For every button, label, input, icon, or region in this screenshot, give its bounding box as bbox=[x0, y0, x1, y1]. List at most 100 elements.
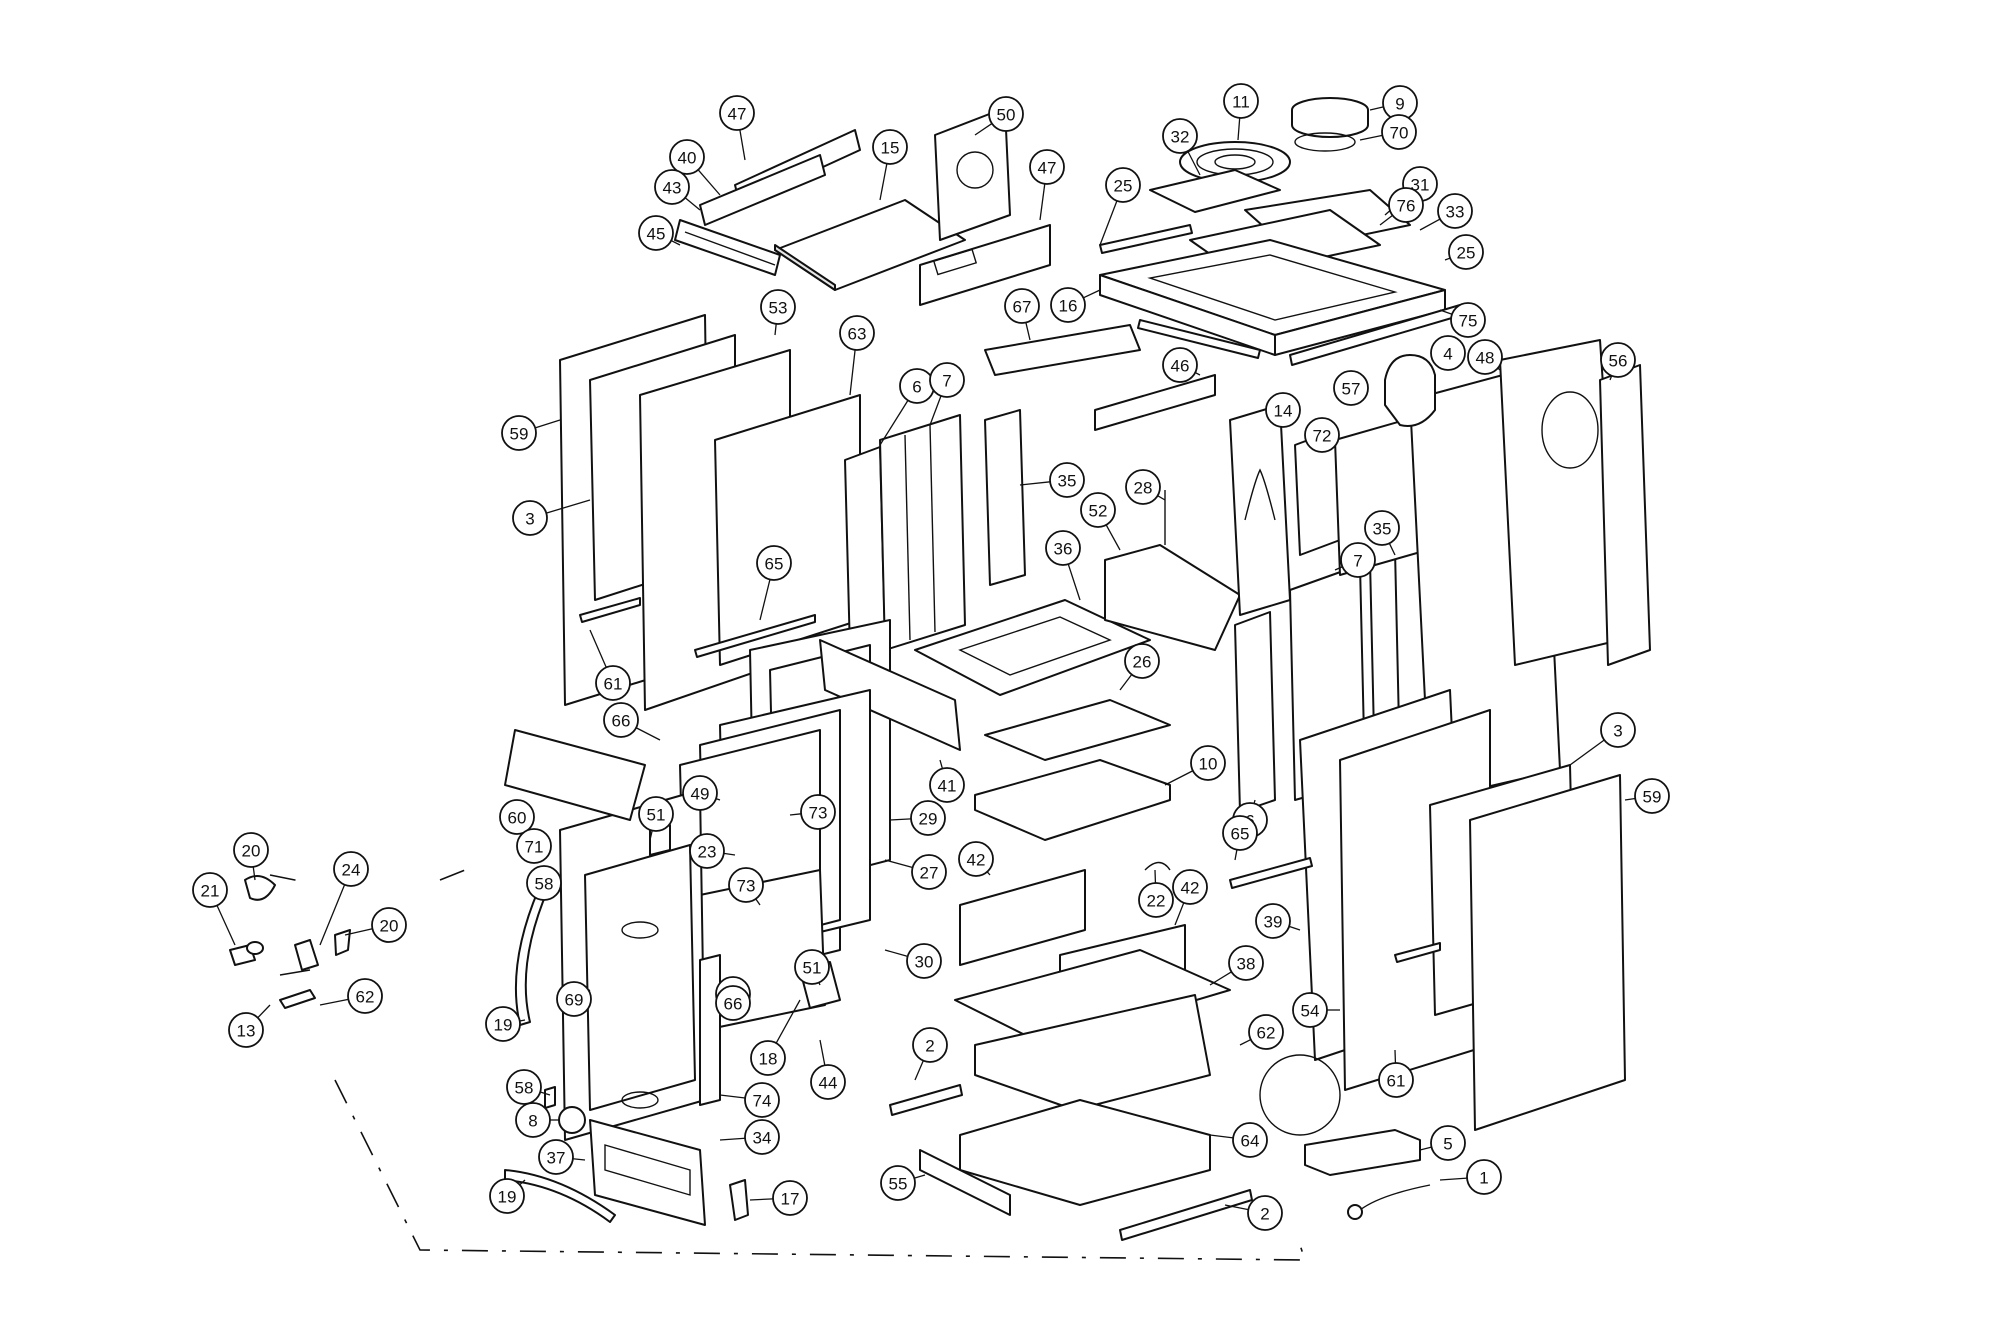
callout-leader bbox=[879, 163, 888, 201]
callout-number: 8 bbox=[528, 1112, 537, 1131]
callout-number: 5 bbox=[1443, 1135, 1452, 1154]
callout-number: 48 bbox=[1476, 349, 1495, 368]
callout-number: 28 bbox=[1134, 479, 1153, 498]
callout-number: 35 bbox=[1058, 472, 1077, 491]
callout-number: 58 bbox=[515, 1079, 534, 1098]
callout-number: 55 bbox=[889, 1175, 908, 1194]
callout-circle bbox=[1448, 234, 1484, 270]
callout-leader bbox=[649, 830, 653, 841]
callout-number: 43 bbox=[663, 179, 682, 198]
callout-circle bbox=[1162, 347, 1198, 383]
callout-leader bbox=[1369, 106, 1384, 111]
callout-circle bbox=[906, 943, 942, 979]
callout-number: 37 bbox=[547, 1149, 566, 1168]
callout-number: 15 bbox=[881, 139, 900, 158]
callout-leader bbox=[1209, 1134, 1234, 1139]
callout-circle bbox=[1050, 287, 1086, 323]
callout-circle bbox=[654, 169, 690, 205]
callout-circle bbox=[485, 1006, 521, 1042]
part-callout-59: 59 bbox=[1634, 778, 1670, 814]
callout-circle bbox=[988, 96, 1024, 132]
callout-number: 59 bbox=[510, 425, 529, 444]
part-callout-3: 3 bbox=[512, 500, 548, 536]
callout-circle bbox=[912, 1027, 948, 1063]
callout-circle bbox=[750, 1040, 786, 1076]
callout-number: 20 bbox=[242, 842, 261, 861]
callout-circle bbox=[1105, 167, 1141, 203]
callout-circle bbox=[810, 1064, 846, 1100]
callout-leader bbox=[1067, 563, 1081, 601]
part-callout-3: 3 bbox=[1600, 712, 1636, 748]
callout-leader bbox=[1388, 543, 1396, 556]
part-callout-25: 25 bbox=[1448, 234, 1484, 270]
part-callout-21: 21 bbox=[192, 872, 228, 908]
callout-number: 46 bbox=[1171, 357, 1190, 376]
part-number-callouts: 1223345667789101113141516171819192020212… bbox=[192, 83, 1670, 1231]
callout-circle bbox=[756, 545, 792, 581]
part-callout-1: 1 bbox=[1466, 1159, 1502, 1195]
callout-number: 3 bbox=[1613, 722, 1622, 741]
callout-number: 14 bbox=[1274, 402, 1293, 421]
part-callout-39: 39 bbox=[1255, 903, 1291, 939]
part-callout-37: 37 bbox=[538, 1139, 574, 1175]
callout-number: 59 bbox=[1643, 788, 1662, 807]
callout-number: 25 bbox=[1114, 177, 1133, 196]
callout-number: 38 bbox=[1237, 955, 1256, 974]
part-callout-2: 2 bbox=[912, 1027, 948, 1063]
callout-leader bbox=[252, 866, 256, 881]
callout-circle bbox=[1378, 1062, 1414, 1098]
callout-number: 42 bbox=[967, 851, 986, 870]
callout-circle bbox=[1138, 882, 1174, 918]
callout-number: 62 bbox=[356, 988, 375, 1007]
callout-circle bbox=[1340, 542, 1376, 578]
callout-number: 65 bbox=[765, 555, 784, 574]
part-callout-58: 58 bbox=[526, 865, 562, 901]
part-callout-29: 29 bbox=[910, 800, 946, 836]
part-callout-7: 7 bbox=[1340, 542, 1376, 578]
part-callout-16: 16 bbox=[1050, 287, 1086, 323]
callout-number: 41 bbox=[938, 777, 957, 796]
callout-circle bbox=[689, 833, 725, 869]
part-callout-33: 33 bbox=[1437, 193, 1473, 229]
callout-leader bbox=[739, 129, 746, 161]
callout-leader bbox=[697, 169, 721, 196]
callout-number: 7 bbox=[942, 372, 951, 391]
part-callout-66: 66 bbox=[715, 985, 751, 1021]
callout-leader bbox=[319, 998, 349, 1006]
part-callout-52: 52 bbox=[1080, 492, 1116, 528]
callout-leader bbox=[519, 1179, 526, 1186]
callout-circle bbox=[744, 1082, 780, 1118]
callout-circle bbox=[1292, 992, 1328, 1028]
part-callout-35: 35 bbox=[1364, 510, 1400, 546]
part-callout-54: 54 bbox=[1292, 992, 1328, 1028]
callout-number: 61 bbox=[604, 675, 623, 694]
part-callout-6: 6 bbox=[899, 368, 935, 404]
callout-leader bbox=[1288, 925, 1301, 931]
callout-leader bbox=[344, 928, 373, 936]
callout-circle bbox=[880, 1165, 916, 1201]
part-callout-65: 65 bbox=[756, 545, 792, 581]
callout-number: 71 bbox=[525, 838, 544, 857]
callout-number: 70 bbox=[1390, 124, 1409, 143]
callout-number: 45 bbox=[647, 225, 666, 244]
callout-number: 24 bbox=[342, 861, 361, 880]
part-callout-70: 70 bbox=[1381, 114, 1417, 150]
callout-circle bbox=[506, 1069, 542, 1105]
callout-number: 74 bbox=[753, 1092, 772, 1111]
callout-circle bbox=[1304, 417, 1340, 453]
callout-circle bbox=[526, 865, 562, 901]
callout-number: 47 bbox=[1038, 159, 1057, 178]
callout-number: 66 bbox=[724, 995, 743, 1014]
callout-leader bbox=[1234, 849, 1238, 861]
callout-circle bbox=[556, 981, 592, 1017]
part-callout-41: 41 bbox=[929, 767, 965, 803]
part-callout-30: 30 bbox=[906, 943, 942, 979]
callout-leader bbox=[1359, 134, 1383, 141]
callout-leader bbox=[572, 1158, 586, 1161]
part-callout-47: 47 bbox=[719, 95, 755, 131]
callout-number: 47 bbox=[728, 105, 747, 124]
callout-number: 36 bbox=[1054, 540, 1073, 559]
callout-leader bbox=[1105, 524, 1121, 551]
part-callout-17: 17 bbox=[772, 1180, 808, 1216]
callout-leader bbox=[1164, 770, 1194, 786]
